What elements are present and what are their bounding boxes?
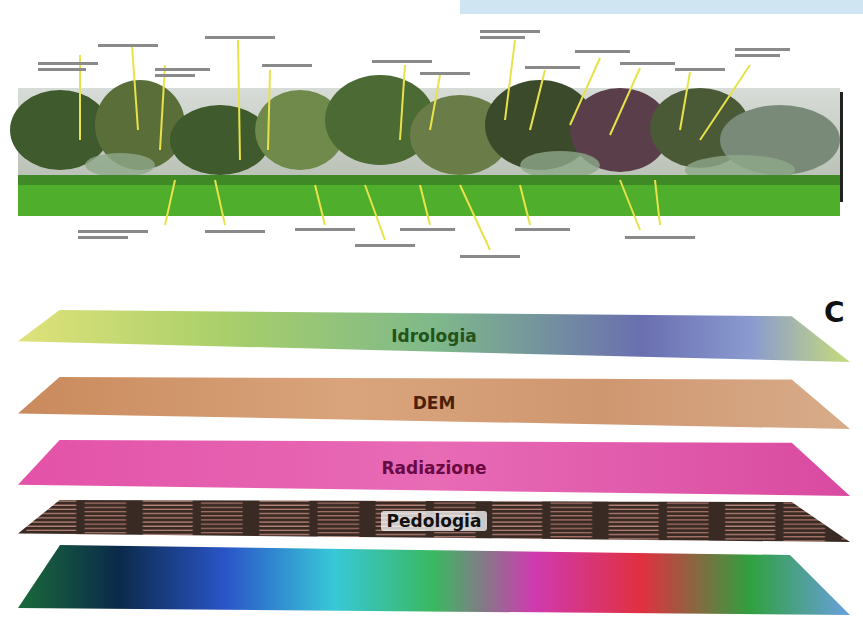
panel-letter: C — [824, 296, 845, 329]
layer-name: Radiazione — [375, 458, 492, 478]
layer-name: Idrologia — [385, 326, 483, 346]
layer-name: Pedologia — [381, 511, 488, 531]
gis-layer: DEM — [18, 377, 850, 429]
gis-layer: Pedologia — [18, 500, 850, 542]
gis-layer: Idrologia — [18, 310, 850, 362]
gis-layer: Radiazione — [18, 440, 850, 496]
layer-name: DEM — [407, 393, 462, 413]
